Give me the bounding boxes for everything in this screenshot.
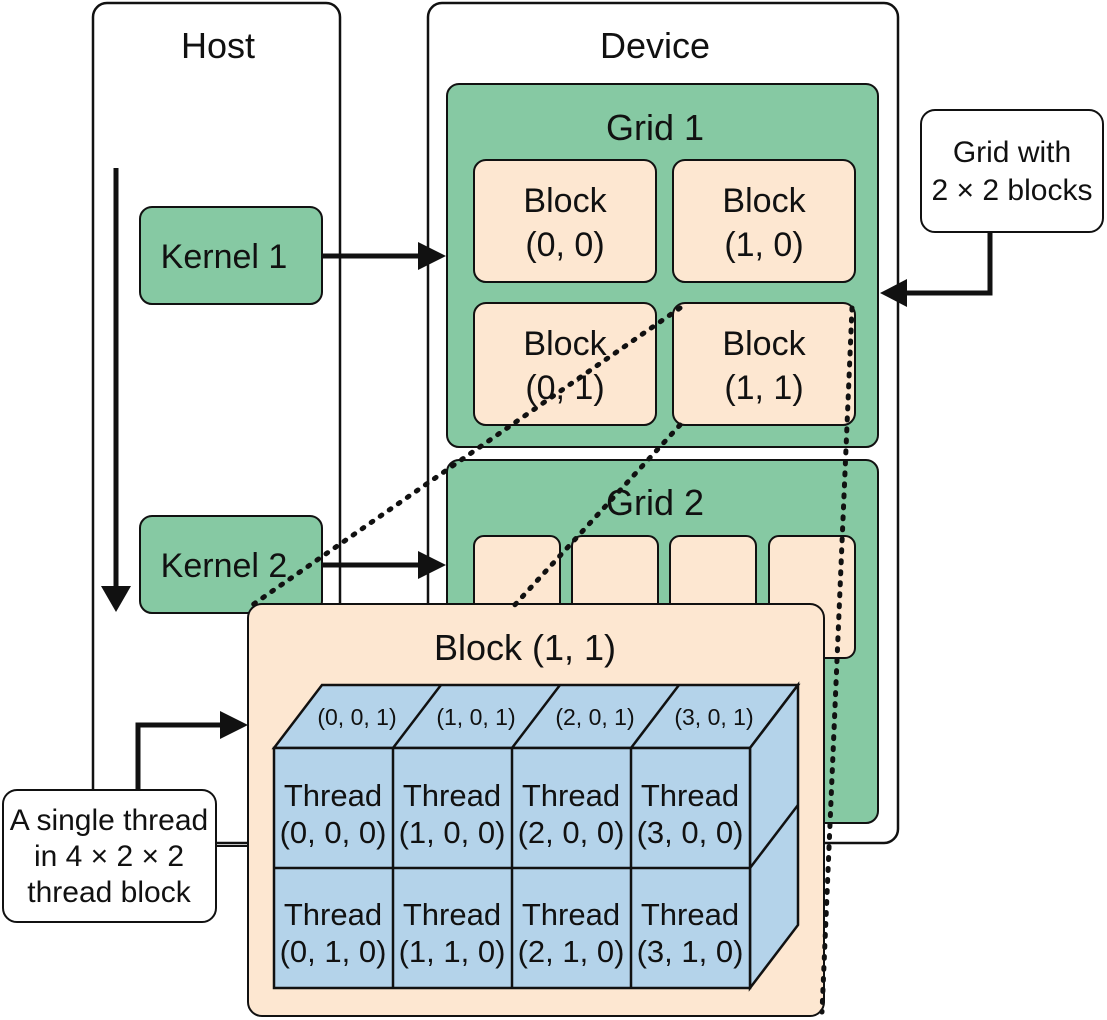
block-label: Block [523,182,607,220]
cube-top-label: (1, 0, 1) [436,704,515,730]
host-title: Host [181,25,255,66]
kernel-1-label: Kernel 1 [161,238,288,276]
block-label: Block [722,182,806,220]
thread-label: Thread [284,897,382,932]
thread-label: Thread [522,897,620,932]
thread-callout: A single thread in 4 × 2 × 2 thread bloc… [2,711,248,923]
kernel-1: Kernel 1 [139,206,323,305]
block-label: Block [722,325,806,363]
grid-callout-line-1: Grid with [953,136,1071,169]
block-label: Block [523,325,607,363]
grid-1: Grid 1 Block (0, 0) Block (1, 0) Block (… [446,83,879,448]
zoom-dotted-lines [245,305,855,1015]
thread-label: Thread [522,778,620,813]
cube-top-label: (0, 0, 1) [317,704,396,730]
block-detail: Block (1, 1) (0, 0, 1) (1, 0, 1) (2, 0, … [247,603,825,1017]
block-index: (1, 0) [724,226,803,264]
device-title: Device [600,25,710,66]
thread-cube: (0, 0, 1) (1, 0, 1) (2, 0, 1) (3, 0, 1) … [271,681,801,992]
thread-label: Thread [641,897,739,932]
thread-index: (1, 1, 0) [399,934,506,969]
thread-index: (0, 0, 0) [280,815,387,850]
thread-index: (2, 1, 0) [518,934,625,969]
grid-1-block-0-1: Block (0, 1) [473,302,657,426]
thread-label: Thread [403,778,501,813]
grid-1-block-1-0: Block (1, 0) [672,159,856,283]
host-timeline-arrow [101,168,131,612]
thread-callout-line-2: in 4 × 2 × 2 [34,840,184,873]
kernel-2-arrow [322,551,446,579]
thread-label: Thread [403,897,501,932]
thread-index: (3, 0, 0) [637,815,744,850]
block-index: (0, 0) [525,226,604,264]
grid-callout: Grid with 2 × 2 blocks [880,109,1104,307]
thread-callout-line-1: A single thread [10,804,208,837]
grid-1-block-0-0: Block (0, 0) [473,159,657,283]
kernel-1-arrow [322,242,446,270]
kernel-2-label: Kernel 2 [161,547,288,585]
thread-index: (1, 0, 0) [399,815,506,850]
thread-callout-line-3: thread block [27,876,191,909]
thread-label: Thread [284,778,382,813]
thread-index: (0, 1, 0) [280,934,387,969]
grid-1-title: Grid 1 [606,107,704,148]
block-detail-title: Block (1, 1) [434,627,616,668]
grid-callout-line-2: 2 × 2 blocks [932,174,1093,207]
thread-index: (2, 0, 0) [518,815,625,850]
block-index: (1, 1) [724,369,803,407]
thread-index: (3, 1, 0) [637,934,744,969]
grid-1-block-1-1: Block (1, 1) [672,302,856,426]
thread-label: Thread [641,778,739,813]
cube-top-label: (3, 0, 1) [674,704,753,730]
cube-top-label: (2, 0, 1) [555,704,634,730]
kernel-2: Kernel 2 [139,515,323,614]
block-index: (0, 1) [525,369,604,407]
